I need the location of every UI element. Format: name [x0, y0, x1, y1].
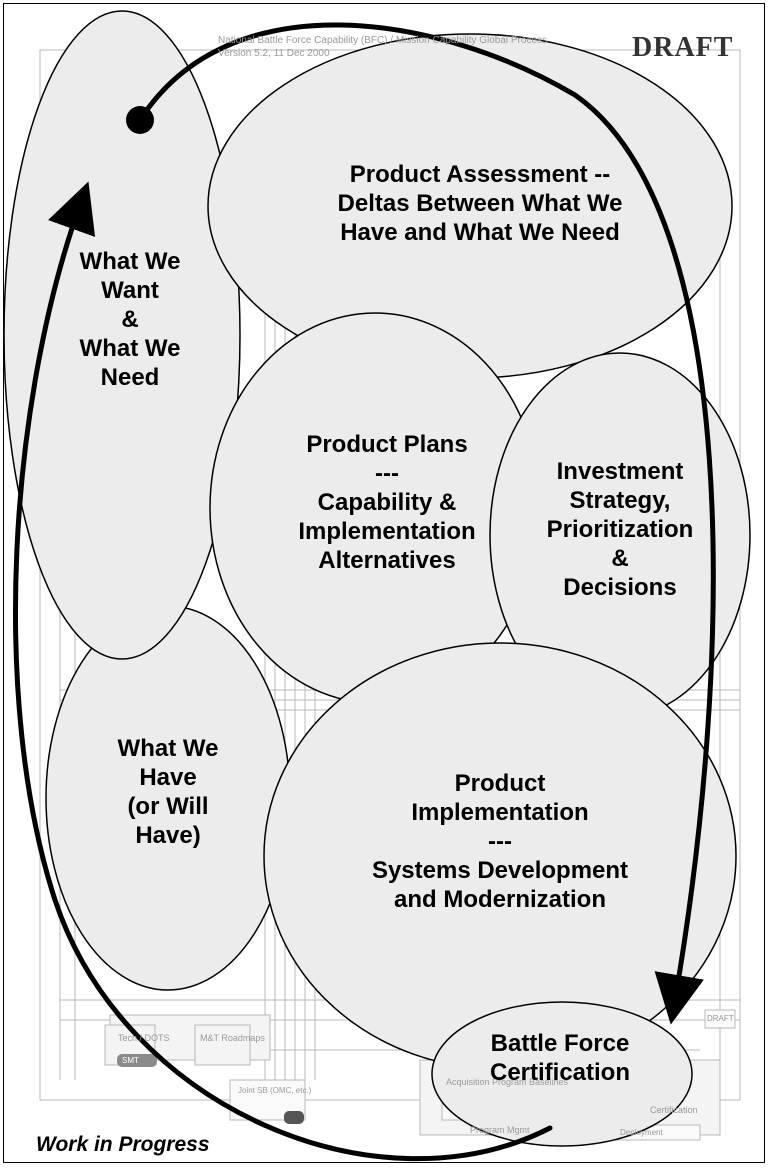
- cycle-arrow-bottom: [13, 181, 553, 1162]
- tech-dots-label: Tech / DOTS: [118, 1033, 170, 1043]
- draft-label: DRAFT: [632, 32, 734, 63]
- label-battle-force-certification: Battle Force Certification: [489, 1030, 630, 1086]
- faint-process-title: National Battle Force Capability (BFC) /…: [218, 35, 548, 59]
- cycle-start-dot: [126, 106, 154, 134]
- label-product-implementation: Product Implementation --- Systems Devel…: [371, 770, 629, 913]
- label-product-assessment: Product Assessment -- Deltas Between Wha…: [337, 161, 623, 246]
- ellipse-battle-force-certification: [431, 1001, 693, 1147]
- program-mgmt-label: Program Mgmt: [470, 1125, 530, 1135]
- roadmaps-label: M&T Roadmaps: [200, 1033, 265, 1043]
- work-in-progress-label: Work in Progress: [36, 1133, 210, 1156]
- label-product-plans: Product Plans --- Capability & Implement…: [298, 431, 476, 574]
- cycle-arrow-top: [137, 22, 716, 1025]
- smt-tag: [117, 1054, 157, 1067]
- certification-box-label: Certification: [650, 1105, 698, 1115]
- smt-label: SMT: [122, 1056, 139, 1065]
- draft-box-label: DRAFT: [707, 1014, 734, 1023]
- deployment-label: Deployment: [620, 1128, 663, 1137]
- ellipse-what-we-want-need: [3, 10, 241, 660]
- label-what-we-have: What We Have (or Will Have): [117, 735, 219, 849]
- dark-tag: [284, 1111, 304, 1124]
- label-investment-strategy: Investment Strategy, Prioritization & De…: [546, 458, 694, 601]
- acquisition-label: Acquisition Program Baselines: [446, 1077, 569, 1087]
- page-border: [3, 3, 765, 1163]
- joint-staff-label: Joint SB (OMC, etc.): [238, 1086, 312, 1095]
- label-what-we-want-need: What We Want & What We Need: [79, 248, 181, 391]
